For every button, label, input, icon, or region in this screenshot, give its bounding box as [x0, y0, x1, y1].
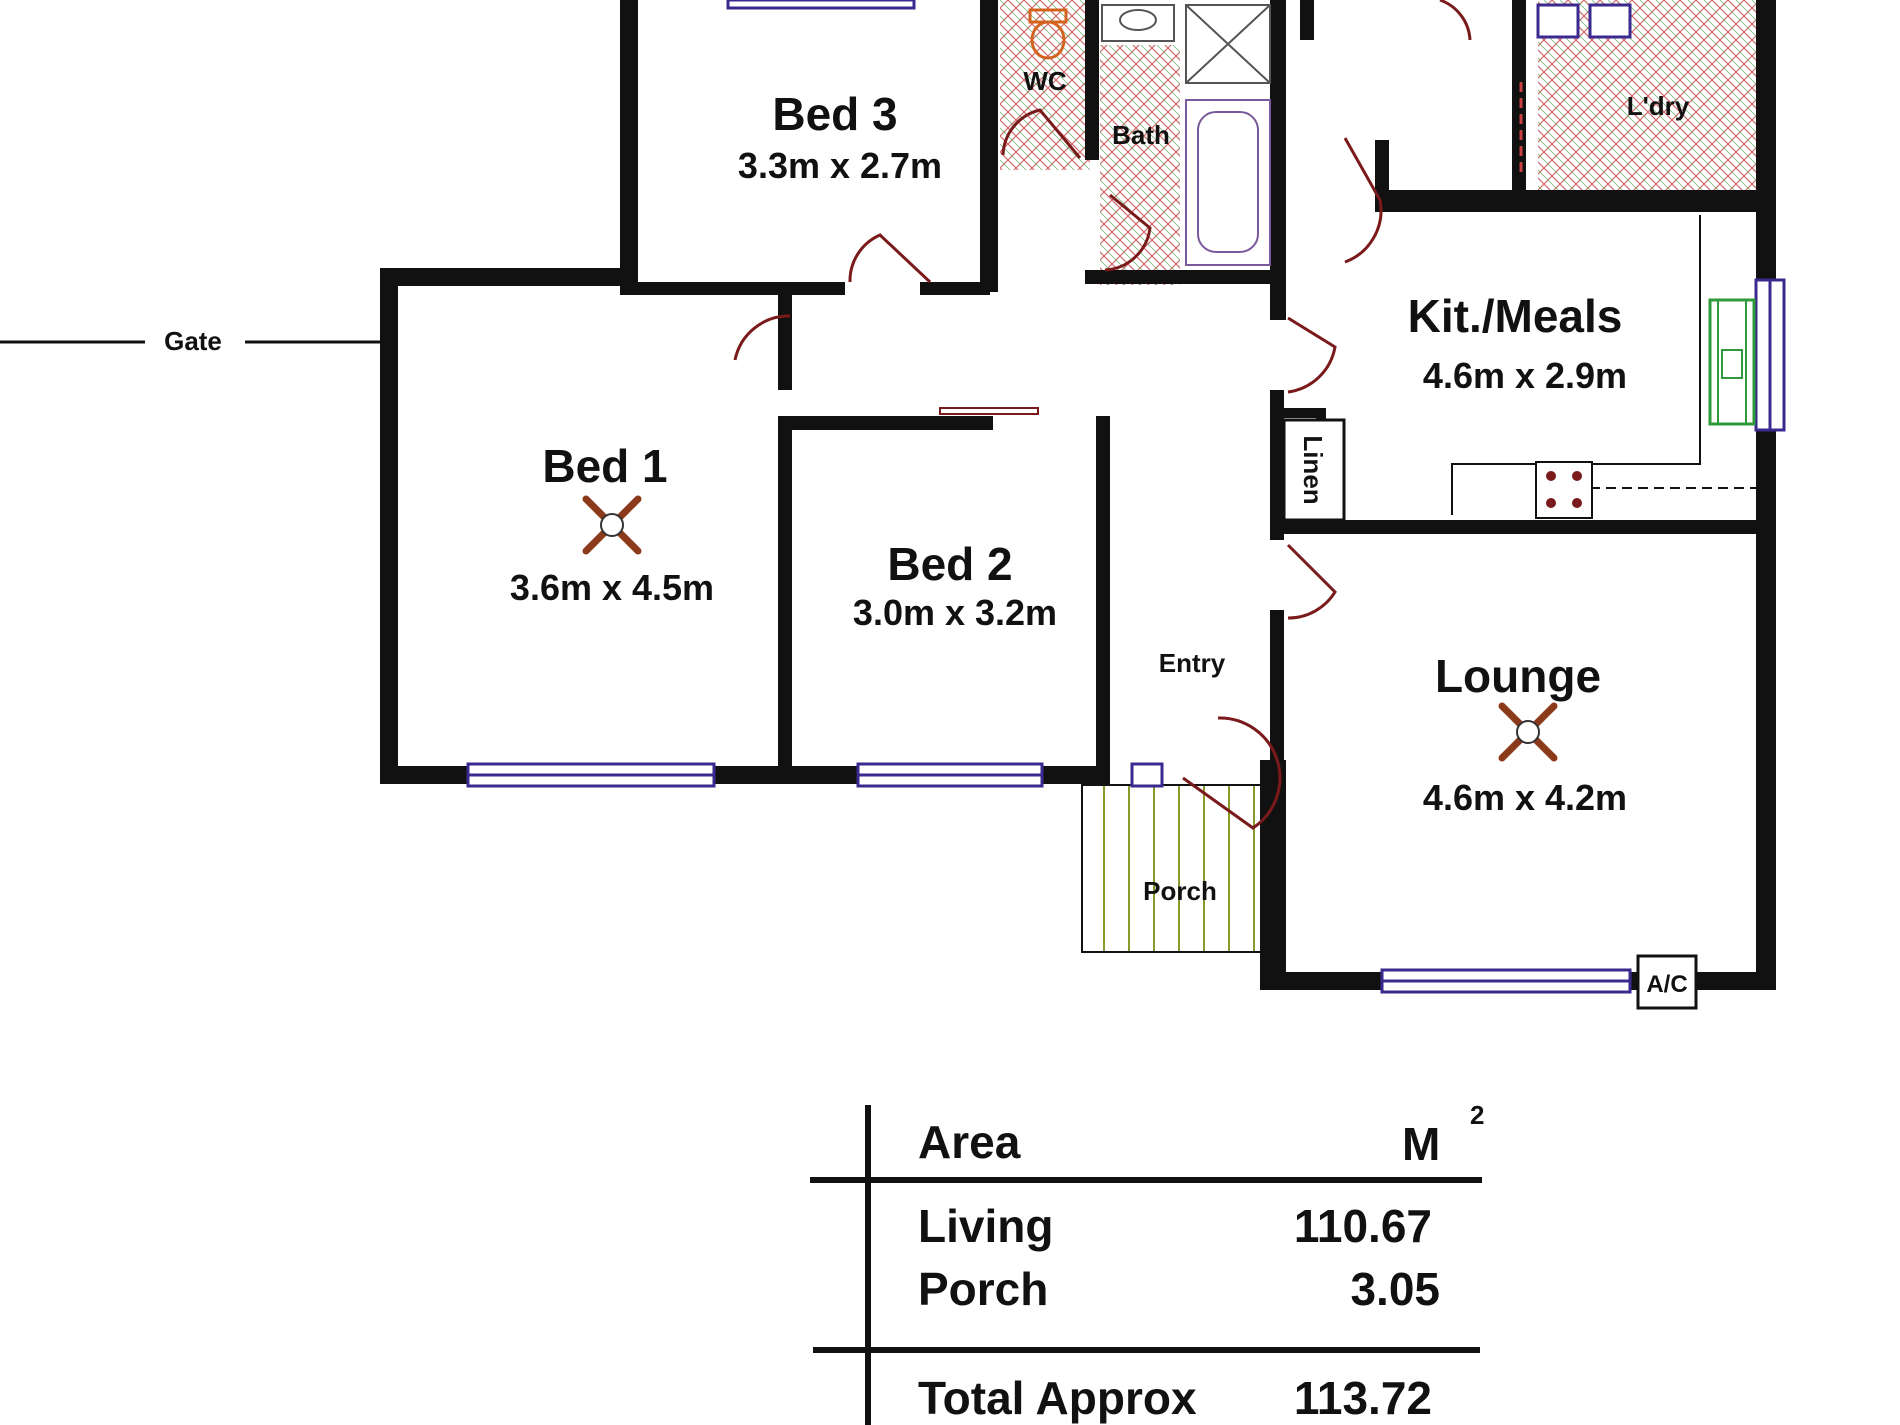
bath-label: Bath	[1112, 120, 1170, 150]
laundry-machine	[1588, 3, 1632, 39]
area-row-value: 3.05	[1350, 1263, 1440, 1315]
room-dims-bed3: 3.3m x 2.7m	[738, 145, 942, 186]
door-kitchen-top	[1343, 137, 1383, 264]
door-laundry	[1439, 0, 1472, 41]
area-row-label: Living	[918, 1200, 1053, 1252]
room-name-bed1: Bed 1	[542, 440, 667, 492]
ceiling-fan-icon	[1498, 702, 1558, 762]
door-wc	[1001, 108, 1082, 159]
door-bed1	[733, 314, 791, 361]
doors	[733, 0, 1472, 830]
porch-floor	[1081, 784, 1263, 953]
linen-cupboard	[1282, 418, 1346, 522]
laundry-tub	[1536, 3, 1580, 39]
area-header-label: Area	[918, 1116, 1021, 1168]
area-header-unit: M	[1402, 1118, 1440, 1170]
basin-icon	[1119, 9, 1157, 31]
door-bath	[1104, 193, 1152, 272]
area-table: Area M 2 Living 110.67 Porch 3.05 Total …	[810, 1100, 1484, 1425]
room-name-lounge: Lounge	[1435, 650, 1601, 702]
room-name-bed2: Bed 2	[887, 538, 1012, 590]
ac-unit	[1636, 954, 1698, 1010]
door-bed3	[848, 233, 932, 284]
door-entry	[1182, 716, 1282, 830]
area-header-unit-sup: 2	[1470, 1100, 1484, 1130]
room-dims-bed1: 3.6m x 4.5m	[510, 567, 714, 608]
ceiling-fan-icon	[582, 495, 642, 555]
linen-label: Linen	[1298, 435, 1328, 504]
bath-floor	[1100, 45, 1180, 285]
window-bed3	[726, 0, 916, 10]
porch-label: Porch	[1143, 876, 1217, 906]
laundry-label: L'dry	[1627, 91, 1690, 121]
area-row-value: 110.67	[1294, 1200, 1432, 1252]
entry-label: Entry	[1159, 648, 1226, 678]
area-row-label: Porch	[918, 1263, 1048, 1315]
toilet-icon	[1028, 8, 1068, 60]
sliding-door-bed2	[939, 407, 1039, 415]
room-name-kitchen: Kit./Meals	[1408, 290, 1623, 342]
door-lounge	[1286, 543, 1337, 620]
bath-fixtures	[1101, 4, 1271, 266]
gate-label: Gate	[164, 326, 222, 356]
window-entry	[1130, 762, 1164, 788]
room-name-bed3: Bed 3	[772, 88, 897, 140]
wc-label: WC	[1023, 66, 1067, 96]
ac-label: A/C	[1646, 971, 1687, 998]
bathtub-icon	[1185, 99, 1271, 266]
room-dims-lounge: 4.6m x 4.2m	[1423, 777, 1627, 818]
cooktop-icon	[1535, 461, 1593, 519]
area-total-label: Total Approx	[918, 1372, 1197, 1424]
room-dims-kitchen: 4.6m x 2.9m	[1423, 355, 1627, 396]
door-kitchen-left	[1287, 316, 1337, 394]
wc-floor	[1000, 0, 1090, 170]
kitchen-fixtures	[1451, 215, 1756, 519]
windows	[466, 0, 1786, 994]
room-dims-bed2: 3.0m x 3.2m	[853, 592, 1057, 633]
area-total-value: 113.72	[1294, 1372, 1432, 1424]
